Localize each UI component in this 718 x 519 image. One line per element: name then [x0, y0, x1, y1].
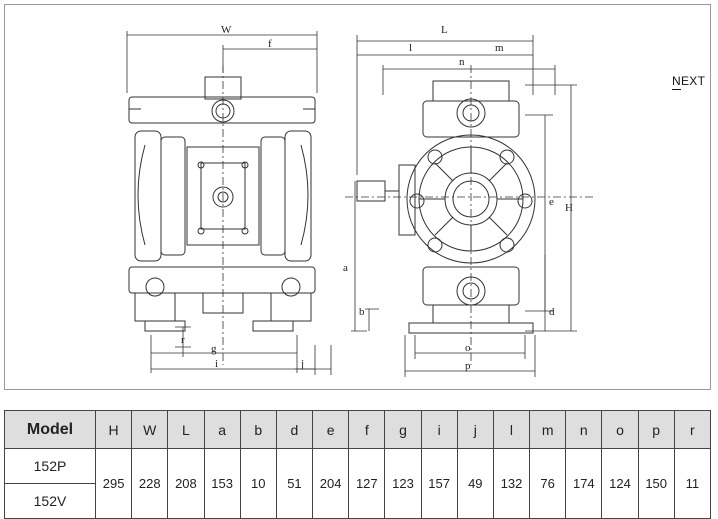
value-cell: 76 — [529, 448, 567, 519]
value-cell: 49 — [456, 448, 494, 519]
column-header: p — [637, 410, 675, 449]
column-header: r — [673, 410, 712, 449]
column-header: f — [348, 410, 386, 449]
column-header: d — [275, 410, 314, 449]
column-header: g — [384, 410, 422, 449]
value-cell: 295 — [94, 448, 133, 519]
dim-label-j: j — [300, 358, 304, 370]
column-header: H — [94, 410, 133, 449]
side-view-pump — [356, 80, 536, 334]
value-cell: 228 — [131, 448, 169, 519]
value-cell: 124 — [601, 448, 639, 519]
dim-label-g: g — [211, 343, 217, 355]
drawing-panel: W f g i j r L l m n a b d e H o p — [4, 4, 711, 390]
column-header: L — [167, 410, 205, 449]
dim-label-r: r — [181, 334, 185, 346]
value-cell: 127 — [348, 448, 386, 519]
value-cell: 132 — [492, 448, 531, 519]
column-header: i — [420, 410, 458, 449]
column-header: b — [239, 410, 277, 449]
dim-label-e: e — [549, 196, 554, 208]
value-cell: 204 — [312, 448, 350, 519]
column-header: m — [529, 410, 567, 449]
value-cell: 153 — [203, 448, 241, 519]
front-dimension-lines — [126, 31, 332, 375]
dim-label-o: o — [465, 342, 471, 354]
column-header: W — [131, 410, 169, 449]
dim-label-W: W — [221, 24, 232, 36]
table-header-row: Model H W L a b d e f g i j l m n o p r — [4, 410, 712, 449]
value-cell: 51 — [275, 448, 314, 519]
dim-label-p: p — [465, 360, 471, 372]
dim-label-i: i — [215, 358, 218, 370]
column-header: e — [312, 410, 350, 449]
column-header: o — [601, 410, 639, 449]
column-header: j — [456, 410, 494, 449]
column-header-model: Model — [4, 410, 96, 449]
value-cell: 11 — [673, 448, 712, 519]
value-cell: 208 — [167, 448, 205, 519]
next-button[interactable]: NEXT — [672, 74, 706, 90]
dim-label-a: a — [343, 262, 348, 274]
dim-label-m: m — [495, 42, 504, 54]
table-row: 152P 295 228 208 153 10 51 204 127 123 1… — [4, 448, 712, 519]
value-cell: 150 — [637, 448, 675, 519]
dim-label-b: b — [359, 306, 365, 318]
dimensions-table: Model H W L a b d e f g i j l m n o p r … — [4, 410, 712, 519]
front-view-pump — [128, 76, 316, 332]
value-cell: 123 — [384, 448, 422, 519]
column-header: n — [565, 410, 603, 449]
value-cell: 10 — [239, 448, 277, 519]
table-row: 152V — [4, 483, 711, 519]
side-dimension-lines — [345, 35, 595, 377]
model-cell-152p: 152P — [4, 448, 96, 484]
column-header: a — [203, 410, 241, 449]
dim-label-n: n — [459, 56, 465, 68]
model-cell-152v: 152V — [4, 483, 96, 519]
column-header: l — [492, 410, 531, 449]
technical-drawing: W f g i j r L l m n a b d e H o p — [126, 24, 595, 377]
value-cell: 157 — [420, 448, 458, 519]
dim-label-f: f — [268, 38, 272, 50]
dim-label-L: L — [441, 24, 448, 36]
dim-label-H: H — [565, 202, 573, 214]
value-cell: 174 — [565, 448, 603, 519]
dim-label-l: l — [409, 42, 412, 54]
dim-label-d: d — [549, 306, 555, 318]
